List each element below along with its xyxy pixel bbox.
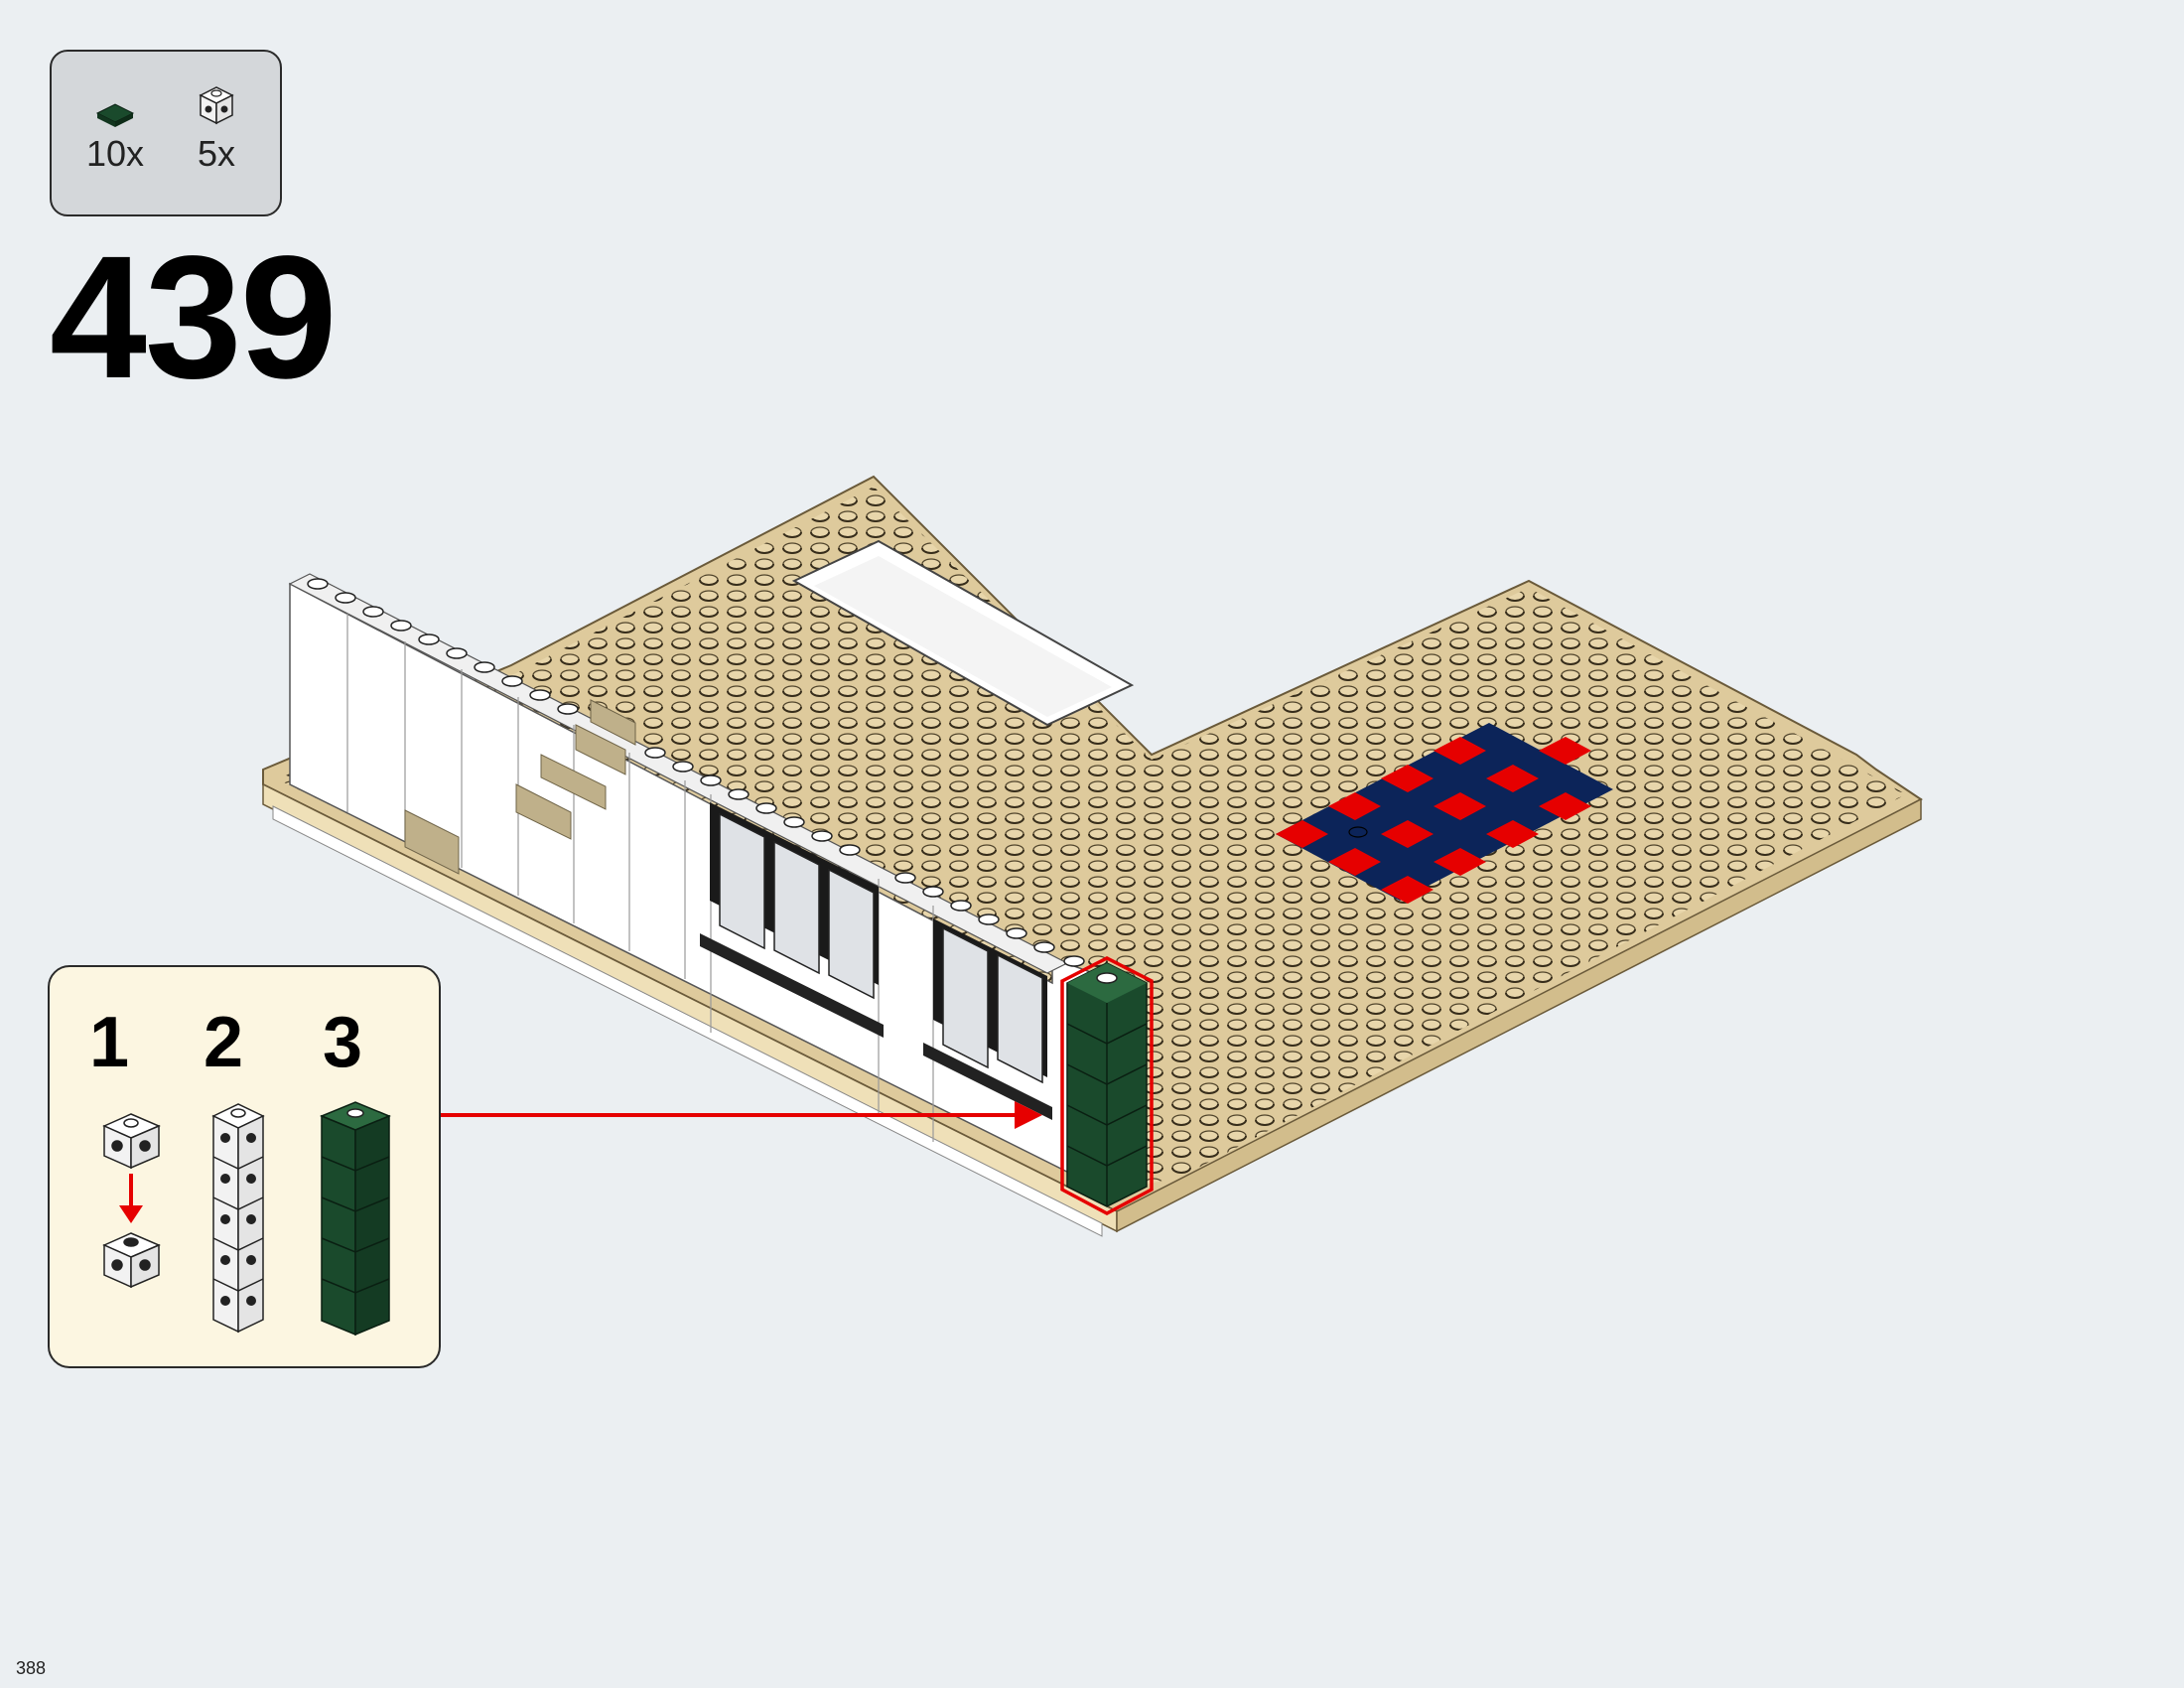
new-green-column [1060, 956, 1154, 1215]
substep-2-illustration [211, 1103, 265, 1334]
dark-green-tile-icon [95, 103, 135, 127]
part-qty: 10x [85, 133, 145, 174]
stud-grid [278, 487, 1906, 1192]
wall-top-studs [307, 578, 1085, 967]
white-brick-with-studs-icon [199, 86, 234, 125]
substep-label-2: 2 [204, 1003, 244, 1082]
parts-list: 10x 5x [50, 50, 282, 216]
substep-label-3: 3 [323, 1003, 363, 1082]
base-underside [272, 805, 1103, 1237]
page-number: 388 [16, 1658, 47, 1678]
substep-3-illustration [320, 1101, 391, 1336]
part-qty: 5x [197, 133, 236, 174]
wall-brick-texture [404, 699, 636, 875]
windows [700, 802, 1052, 1120]
substep-label-1: 1 [89, 1003, 130, 1082]
base-edge-right [1116, 797, 1922, 1233]
substep-1-illustration [102, 1113, 161, 1289]
placement-arrowhead [1015, 1101, 1042, 1129]
step-number: 439 [50, 220, 338, 415]
checker-floor [1276, 723, 1613, 904]
floor-opening-inner [814, 556, 1112, 717]
part-dark-green-tile: 10x [75, 81, 155, 191]
part-white-brick: 5x [177, 81, 256, 191]
subassembly-callout: 1 2 3 [48, 965, 441, 1368]
